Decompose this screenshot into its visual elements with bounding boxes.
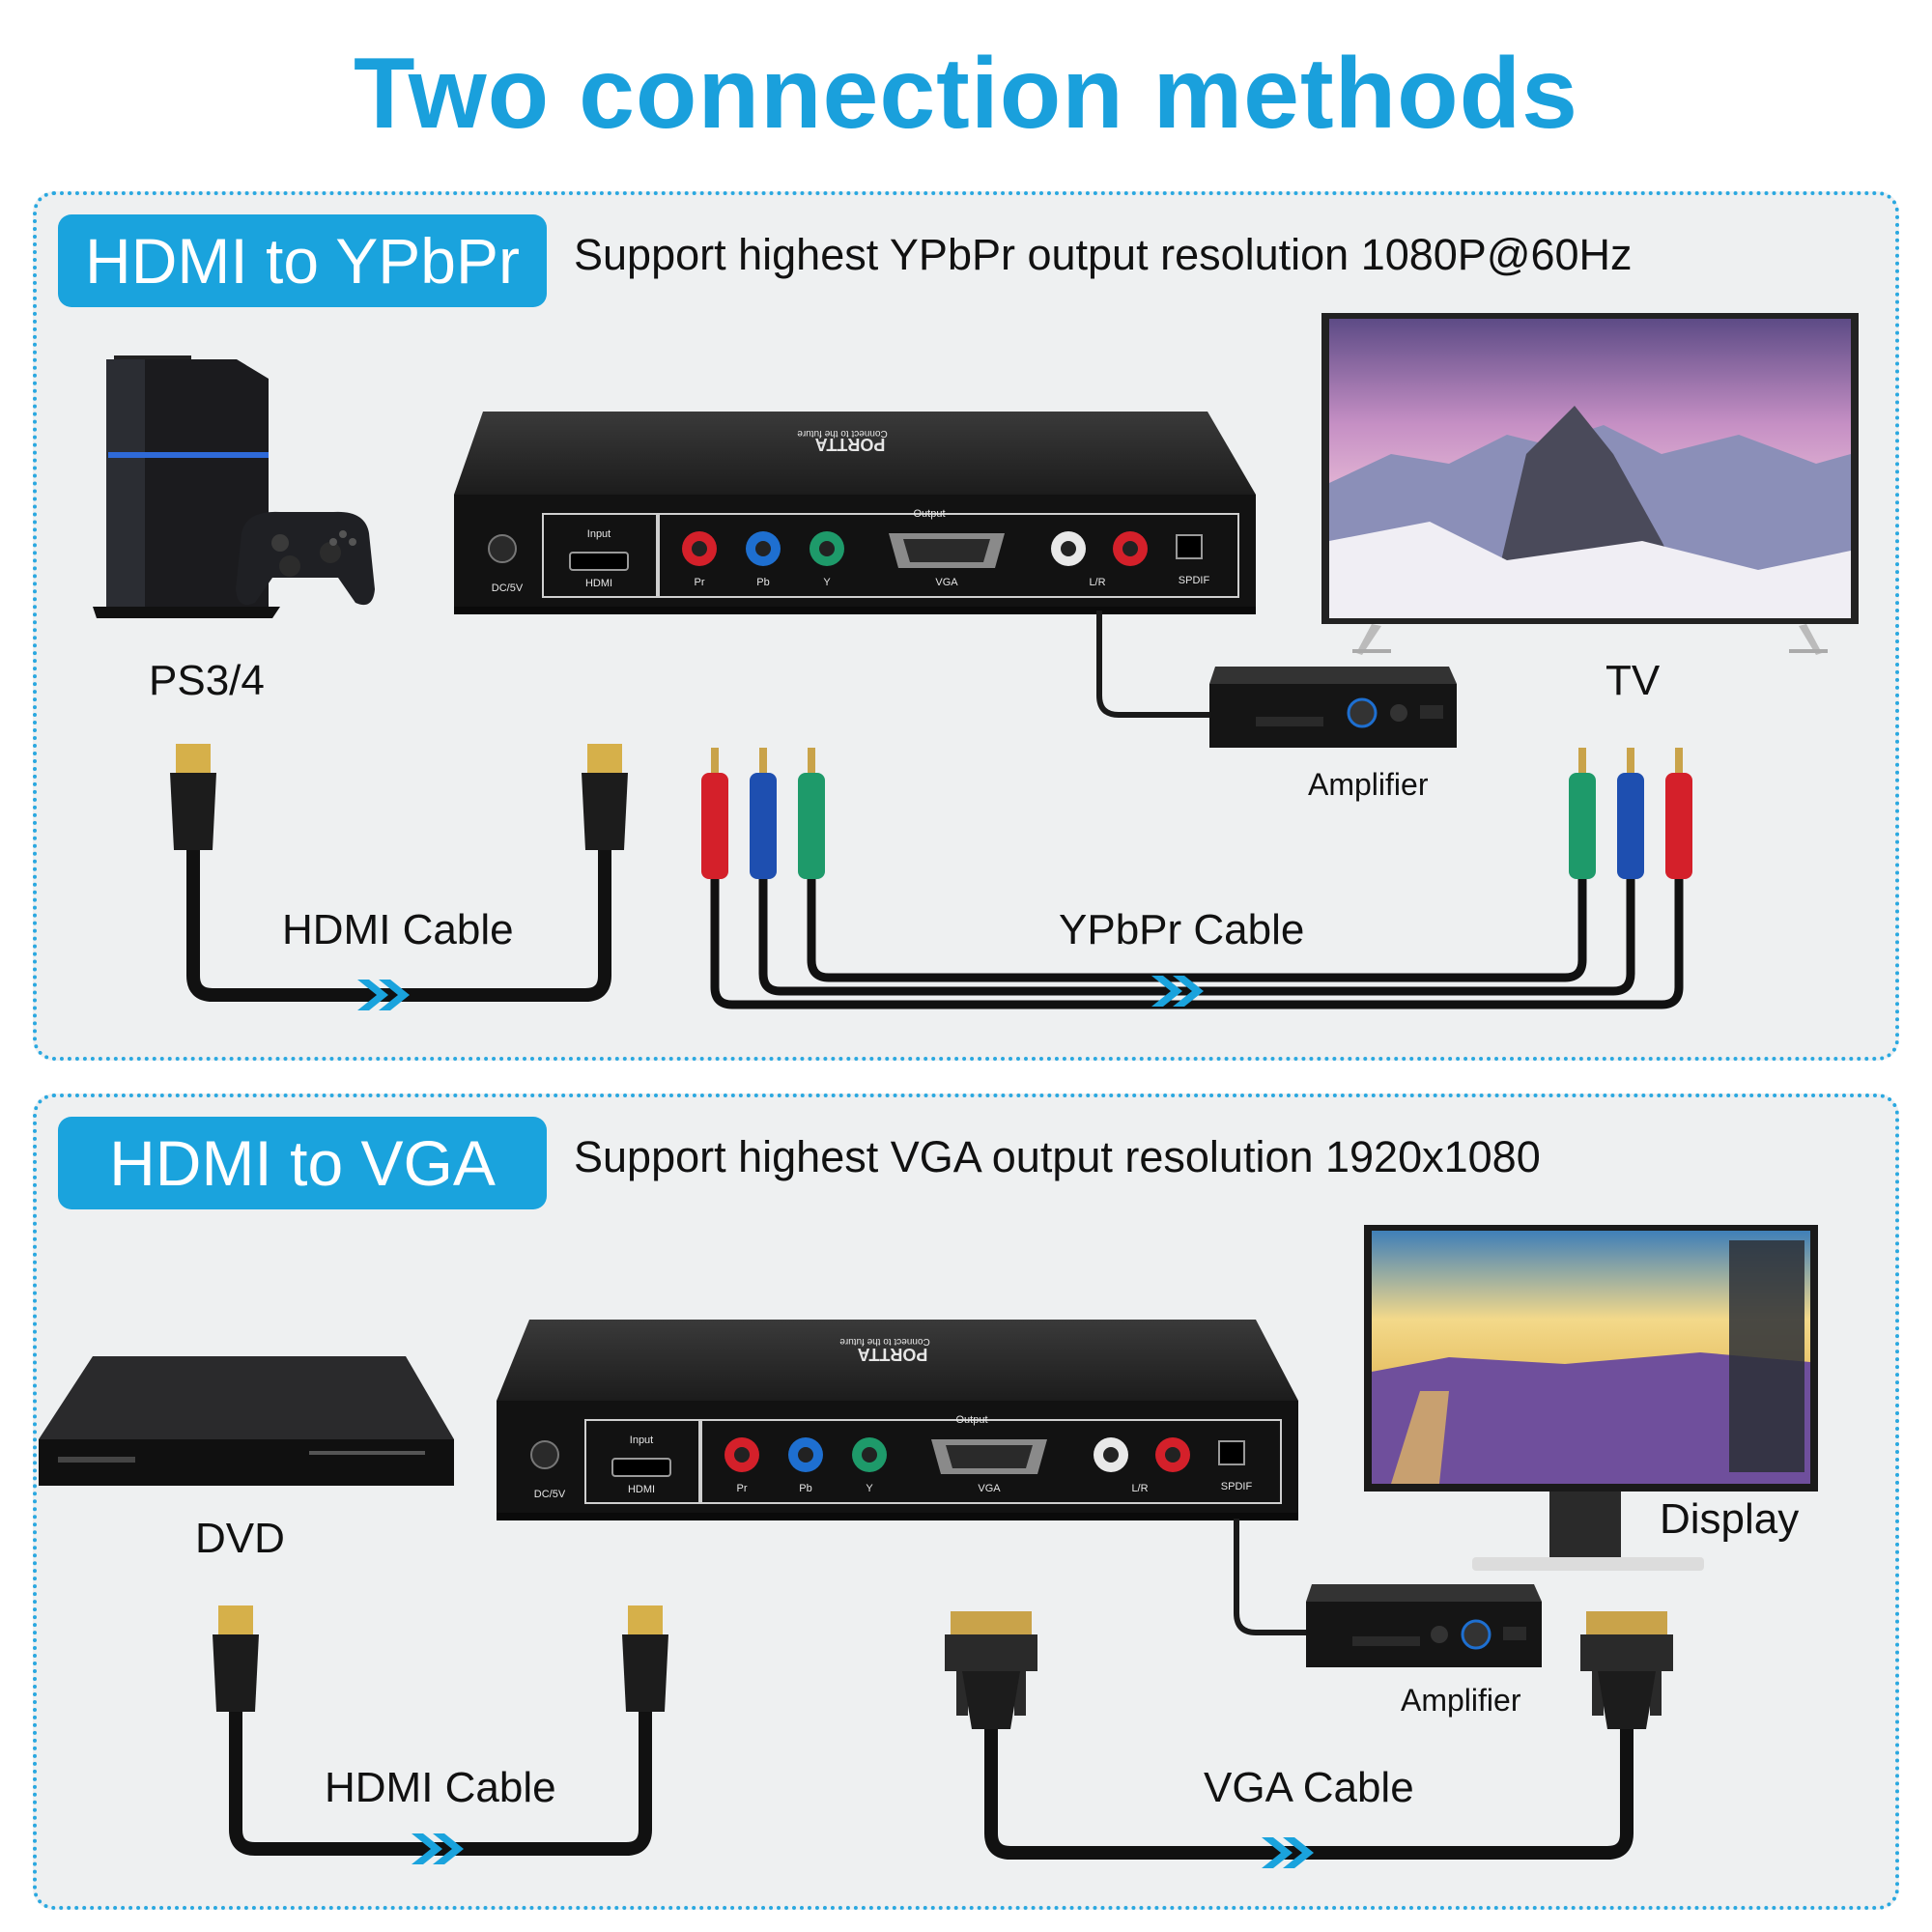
converter-output-label: Output — [913, 508, 945, 520]
display-label: Display — [1660, 1495, 1800, 1543]
dvd-player-icon — [39, 1356, 454, 1486]
converter-hdmi-label: HDMI — [585, 578, 612, 589]
converter-tagline: Connect to the future — [797, 428, 888, 439]
controller-icon — [236, 511, 375, 606]
hdmi-cable-1-label: HDMI Cable — [282, 906, 514, 953]
converter-box-1: Output Input HDMI DC/5V Pr Pb Y VGA L/R … — [454, 412, 1256, 614]
section-1-description: Support highest YPbPr output resolution … — [574, 230, 1633, 279]
tv-label: TV — [1605, 657, 1661, 704]
amplifier-1-icon — [1209, 667, 1457, 748]
converter-2-pb-label: Pb — [799, 1483, 811, 1494]
converter-input-label: Input — [587, 528, 611, 540]
converter-vga-label: VGA — [935, 577, 958, 588]
amplifier-2-label: Amplifier — [1401, 1683, 1521, 1718]
badge-hdmi-to-ypbpr: HDMI to YPbPr — [58, 214, 547, 307]
converter-pr-label: Pr — [695, 577, 705, 588]
ypbpr-cable — [701, 748, 1692, 1009]
dvd-source-label: DVD — [195, 1515, 285, 1562]
display-monitor-icon — [1364, 1225, 1818, 1571]
badge-hdmi-to-vga: HDMI to VGA — [58, 1117, 547, 1209]
converter-2-tagline: Connect to the future — [839, 1336, 930, 1347]
hdmi-cable-2-label: HDMI Cable — [325, 1764, 556, 1811]
converter-2-y-label: Y — [866, 1483, 873, 1494]
converter-2-hdmi-label: HDMI — [628, 1484, 655, 1495]
converter-2-dc-label: DC/5V — [534, 1489, 566, 1500]
converter-2-input-label: Input — [630, 1435, 653, 1446]
converter-2-output-label: Output — [955, 1414, 987, 1426]
vga-cable-label: VGA Cable — [1204, 1764, 1414, 1811]
converter-pb-label: Pb — [756, 577, 769, 588]
converter-dc-label: DC/5V — [492, 582, 524, 594]
converter-box-2: Output Input HDMI DC/5V Pr Pb Y VGA L/R … — [497, 1320, 1298, 1520]
converter-y-label: Y — [823, 577, 831, 588]
converter-2-lr-label: L/R — [1131, 1483, 1148, 1494]
ps-source-label: PS3/4 — [149, 657, 265, 704]
converter-brand: PORTTA — [815, 435, 886, 454]
page-title: Two connection methods — [353, 38, 1579, 150]
converter-2-vga-label: VGA — [978, 1483, 1001, 1494]
hdmi-cable-2 — [213, 1605, 668, 1864]
converter-2-spdif-label: SPDIF — [1221, 1481, 1253, 1492]
converter-2-brand: PORTTA — [858, 1345, 928, 1364]
hdmi-cable-1 — [170, 744, 628, 1010]
converter-spdif-label: SPDIF — [1179, 575, 1210, 586]
converter-lr-label: L/R — [1089, 577, 1105, 588]
section-2-description: Support highest VGA output resolution 19… — [574, 1132, 1541, 1181]
ps4-console-icon — [93, 355, 280, 618]
ypbpr-cable-label: YPbPr Cable — [1059, 906, 1305, 953]
amplifier-2-icon — [1306, 1584, 1542, 1667]
amplifier-1-label: Amplifier — [1308, 767, 1429, 802]
vga-cable — [945, 1611, 1673, 1868]
tv-icon — [1321, 313, 1859, 655]
converter-2-pr-label: Pr — [737, 1483, 748, 1494]
